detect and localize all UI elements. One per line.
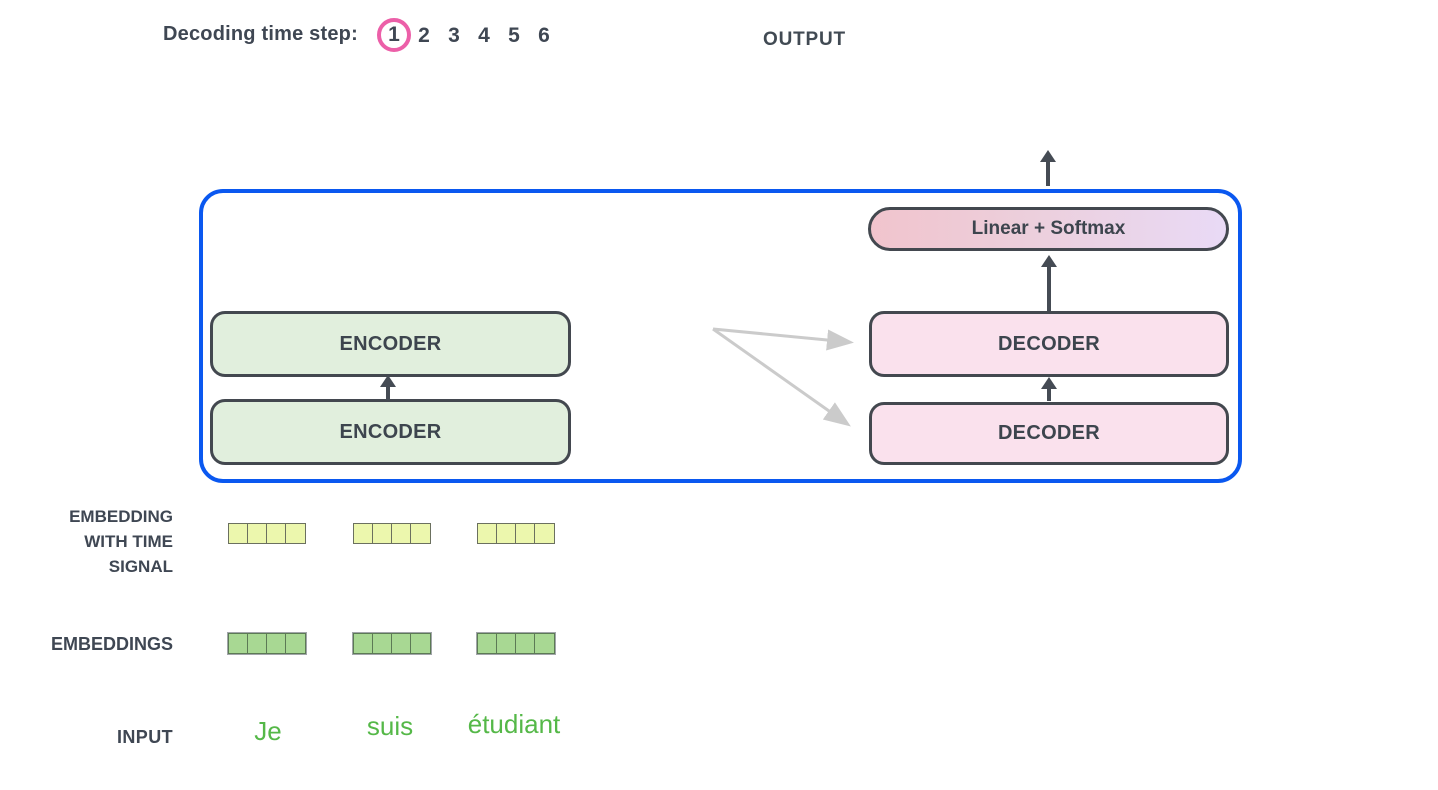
output-arrow-up-icon [1040, 150, 1056, 186]
time-signal-label-line1: EMBEDDING [69, 507, 173, 526]
arrowhead-icon [1040, 150, 1056, 162]
embedding-cell [228, 523, 249, 544]
embedding-cell [534, 633, 555, 654]
embedding-cell [247, 633, 268, 654]
embedding-cell [228, 633, 249, 654]
encoder-decoder-attention-arrows-icon [712, 327, 854, 427]
arrow-shaft [386, 387, 390, 400]
step-5[interactable]: 5 [508, 24, 520, 47]
step-2[interactable]: 2 [418, 24, 430, 47]
embedding-cell [266, 523, 287, 544]
decoder-to-linear-arrow-up-icon [1041, 255, 1057, 311]
embedding-cell [496, 633, 517, 654]
step-6[interactable]: 6 [538, 24, 550, 47]
decoder-top-block: DECODER [869, 311, 1229, 377]
encoder-top-block: ENCODER [210, 311, 571, 377]
time-signal-cells-token3 [477, 523, 555, 544]
step-1-active-circle[interactable]: 1 [377, 18, 411, 52]
encoder-bottom-block: ENCODER [210, 399, 571, 465]
embedding-cell [285, 523, 306, 544]
embedding-cell [515, 523, 536, 544]
arrowhead-icon [1041, 377, 1057, 389]
input-token-etudiant: étudiant [467, 709, 561, 739]
arrowhead-icon [1041, 255, 1057, 267]
input-label: INPUT [117, 727, 173, 747]
embedding-cell [515, 633, 536, 654]
embedding-cell [391, 633, 412, 654]
step-1[interactable]: 1 [388, 23, 400, 46]
arrow-shaft [1047, 267, 1051, 311]
embedding-cell [285, 633, 306, 654]
embedding-cells-token2 [353, 633, 431, 654]
embedding-cell [410, 523, 431, 544]
embedding-cell [477, 633, 498, 654]
embedding-cells-token3 [477, 633, 555, 654]
time-signal-label-line3: SIGNAL [108, 557, 173, 576]
time-signal-cells-token1 [228, 523, 306, 544]
embedding-cell [372, 633, 393, 654]
time-signal-label-line2: WITH TIME [84, 532, 173, 551]
input-token-suis: suis [366, 711, 414, 741]
input-token-je: Je [254, 716, 282, 746]
embeddings-label: EMBEDDINGS [50, 634, 173, 654]
embedding-cell [372, 523, 393, 544]
linear-softmax-block: Linear + Softmax [868, 207, 1229, 251]
embedding-cell [353, 523, 374, 544]
embedding-cell [410, 633, 431, 654]
arrow-shaft [1046, 162, 1050, 186]
step-4[interactable]: 4 [478, 24, 490, 47]
encoder-stack-arrow-up-icon [380, 375, 396, 400]
decoder-stack-arrow-up-icon [1041, 377, 1057, 401]
embedding-cell [496, 523, 517, 544]
embedding-cell [477, 523, 498, 544]
embedding-cell [266, 633, 287, 654]
decoder-bottom-block: DECODER [869, 402, 1229, 465]
arrow-shaft [1047, 389, 1051, 401]
decoding-time-step-label: Decoding time step: [163, 23, 358, 45]
time-signal-label: EMBEDDING WITH TIME SIGNAL [33, 504, 173, 579]
embedding-cells-token1 [228, 633, 306, 654]
embedding-cell [534, 523, 555, 544]
output-label: OUTPUT [763, 29, 846, 50]
step-3[interactable]: 3 [448, 24, 460, 47]
model-enclosure-box [199, 189, 1242, 483]
embedding-cell [353, 633, 374, 654]
arrowhead-icon [380, 375, 396, 387]
time-signal-cells-token2 [353, 523, 431, 544]
embedding-cell [247, 523, 268, 544]
embedding-cell [391, 523, 412, 544]
